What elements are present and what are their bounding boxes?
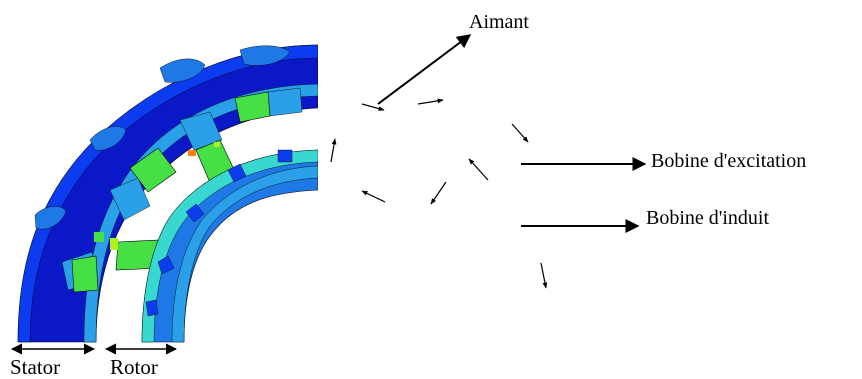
machine-cross-section [17, 44, 318, 343]
rotor-notches [145, 149, 293, 317]
stator-label: Stator [10, 355, 60, 379]
flux-hotspots [94, 142, 220, 250]
stator-rim [17, 44, 318, 343]
rotor-outer-band [141, 149, 318, 343]
magnet-5 [71, 255, 99, 293]
bobine-induit-label: Bobine d'induit [646, 207, 769, 229]
scatter-arrows [330, 98, 548, 289]
aimant-callout: Aimant [377, 11, 529, 105]
bobine-excitation-label: Bobine d'excitation [651, 150, 806, 172]
bobine-excitation-callout: Bobine d'excitation [521, 150, 806, 172]
rotor-inner-band [171, 165, 318, 343]
magnet-1 [234, 91, 271, 123]
stator-pole-bumps [34, 45, 291, 230]
magnet-2 [129, 147, 177, 193]
magnets [71, 91, 271, 293]
rotor-label: Rotor [110, 355, 158, 379]
bobine-induit-callout: Bobine d'induit [521, 207, 769, 233]
aimant-label: Aimant [469, 11, 529, 33]
